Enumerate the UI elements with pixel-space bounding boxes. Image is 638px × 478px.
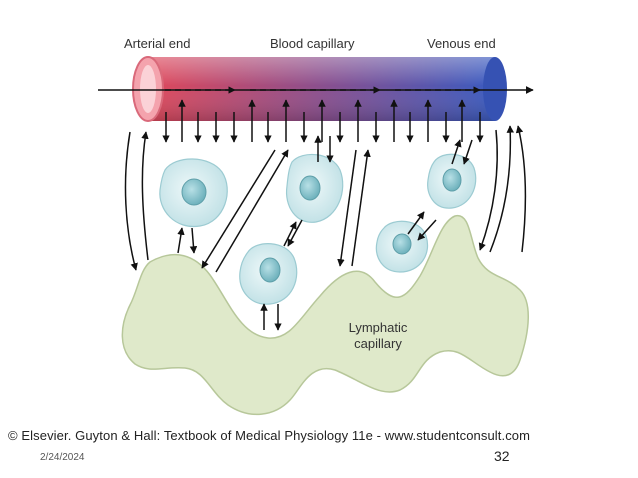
tissue-cell xyxy=(159,158,228,228)
lymphatic-capillary xyxy=(121,215,529,416)
tissue-cell xyxy=(285,153,344,223)
blood-capillary-label: Blood capillary xyxy=(270,36,355,51)
tissue-cell xyxy=(239,243,298,305)
lymphatic-label-line2: capillary xyxy=(354,336,402,351)
lymphatic-capillary-label: Lymphatic capillary xyxy=(336,320,420,352)
copyright-caption: © Elsevier. Guyton & Hall: Textbook of M… xyxy=(8,428,531,443)
slide-number: 32 xyxy=(494,448,510,464)
venous-end-label: Venous end xyxy=(427,36,496,51)
capillary-wall-arrows xyxy=(162,99,484,143)
tissue-cell xyxy=(427,153,477,209)
interstitial-flow-arrows xyxy=(124,125,527,331)
arterial-end-label: Arterial end xyxy=(124,36,191,51)
tissue-cell xyxy=(375,220,429,273)
slide-date: 2/24/2024 xyxy=(40,452,85,463)
blood-capillary xyxy=(132,56,507,122)
lymphatic-label-line1: Lymphatic xyxy=(348,320,408,335)
